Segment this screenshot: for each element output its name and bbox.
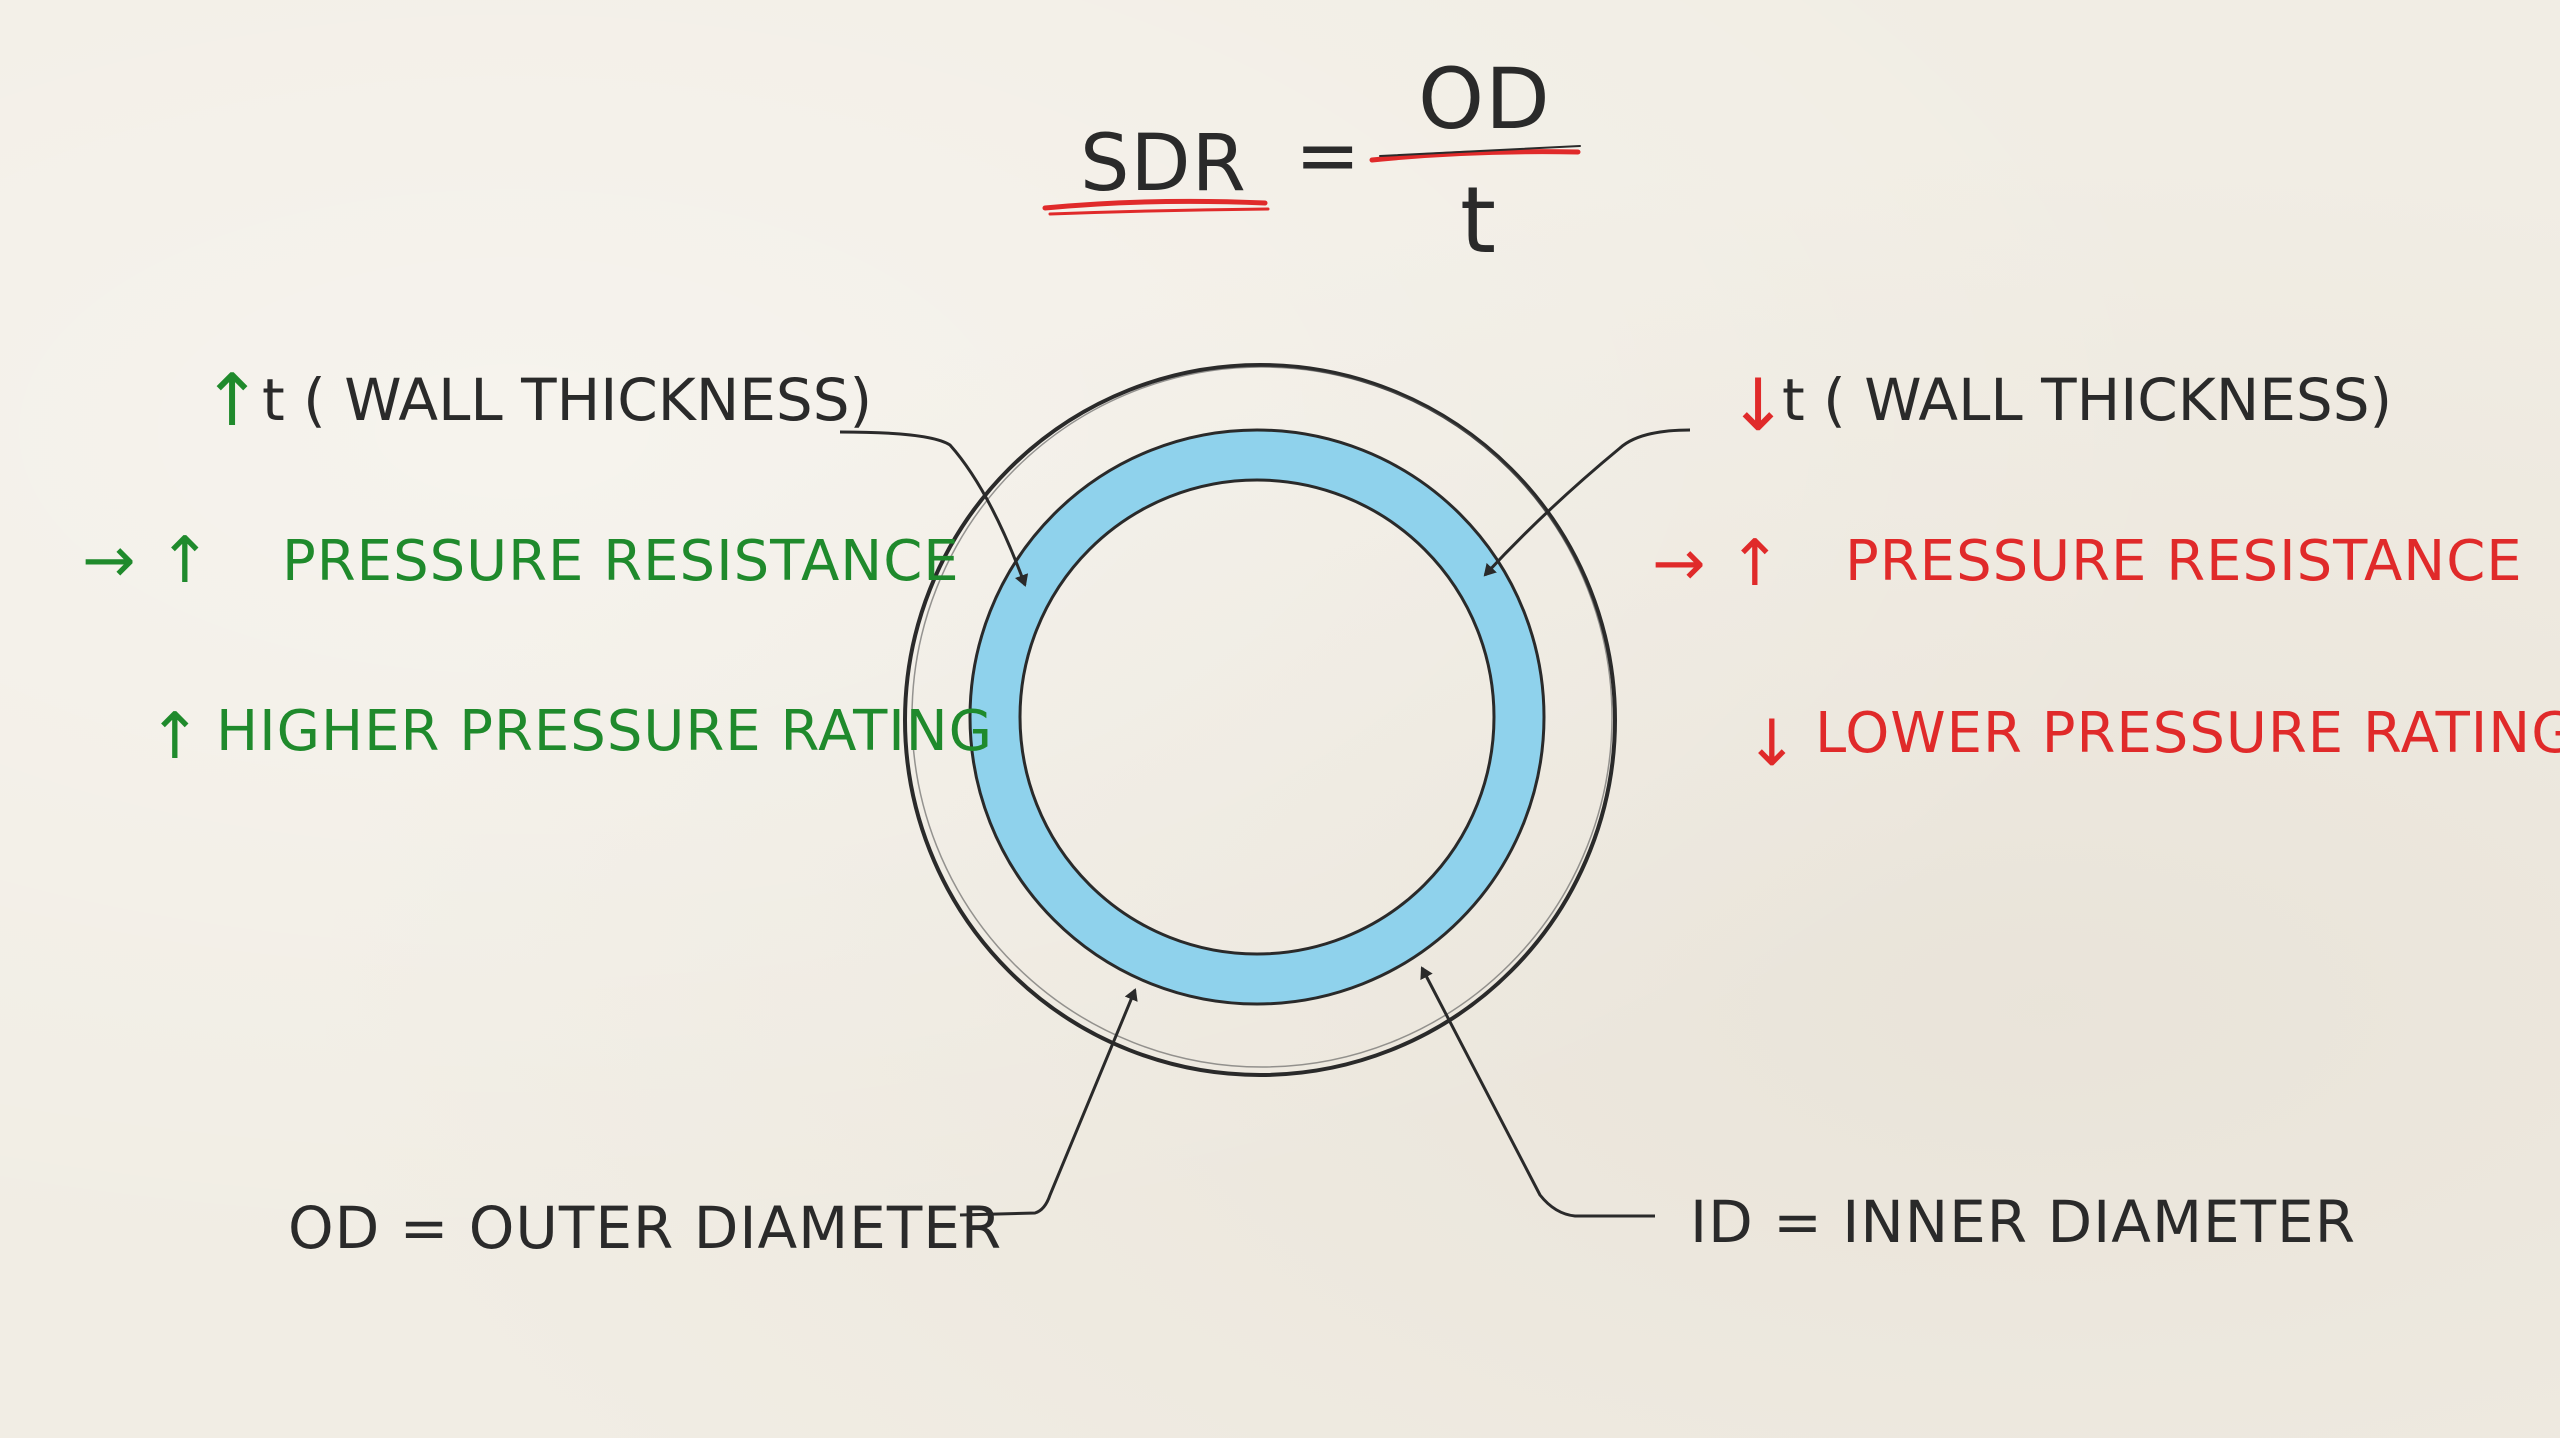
right-line1-text: t ( WALL THICKNESS) <box>1782 366 2392 434</box>
id-label: ID = INNER DIAMETER <box>1690 1188 2356 1256</box>
left-line3-arrow: ↑ <box>148 700 203 774</box>
left-line3-text: HIGHER PRESSURE RATING <box>216 699 993 764</box>
right-line3-arrow: ↓ <box>1745 707 1800 781</box>
left-line2-text: PRESSURE RESISTANCE <box>282 529 960 594</box>
right-line1-arrow: ↓ <box>1728 363 1789 447</box>
right-line2-text: PRESSURE RESISTANCE <box>1845 529 2523 594</box>
fraction-bar <box>1369 149 1581 163</box>
left-line1-text: t ( WALL THICKNESS) <box>262 366 872 434</box>
formula-numerator: OD <box>1418 50 1551 148</box>
left-pointer-to-wall <box>839 430 1029 587</box>
formula-lhs-underline <box>1042 198 1268 211</box>
od-label: OD = OUTER DIAMETER <box>288 1194 1002 1262</box>
inner-diameter-circle <box>1018 478 1496 956</box>
od-pointer <box>959 988 1138 1217</box>
left-line2-arrow: → ↑ <box>82 524 213 598</box>
outer-diameter-circle <box>903 363 1617 1077</box>
right-line2-arrow: → ↑ <box>1652 527 1783 601</box>
pipe-wall-ring <box>970 430 1544 1004</box>
formula-denominator: t <box>1460 167 1497 274</box>
formula-equals: = <box>1295 111 1361 201</box>
sdr-formula: SDR = OD t <box>1042 50 1581 274</box>
id-pointer <box>1420 966 1655 1218</box>
right-panel-thinner-wall: ↓ t ( WALL THICKNESS) → ↑ PRESSURE RESIS… <box>1483 363 2560 781</box>
left-line1-arrow: ↑ <box>202 358 263 442</box>
right-pointer-to-wall <box>1483 428 1691 577</box>
bottom-labels: OD = OUTER DIAMETER ID = INNER DIAMETER <box>288 966 2356 1262</box>
pipe-cross-section <box>903 363 1617 1077</box>
formula-lhs: SDR <box>1080 119 1247 209</box>
left-panel-thicker-wall: ↑ t ( WALL THICKNESS) → ↑ PRESSURE RESIS… <box>82 358 1029 774</box>
right-line3-text: LOWER PRESSURE RATING <box>1815 701 2560 766</box>
